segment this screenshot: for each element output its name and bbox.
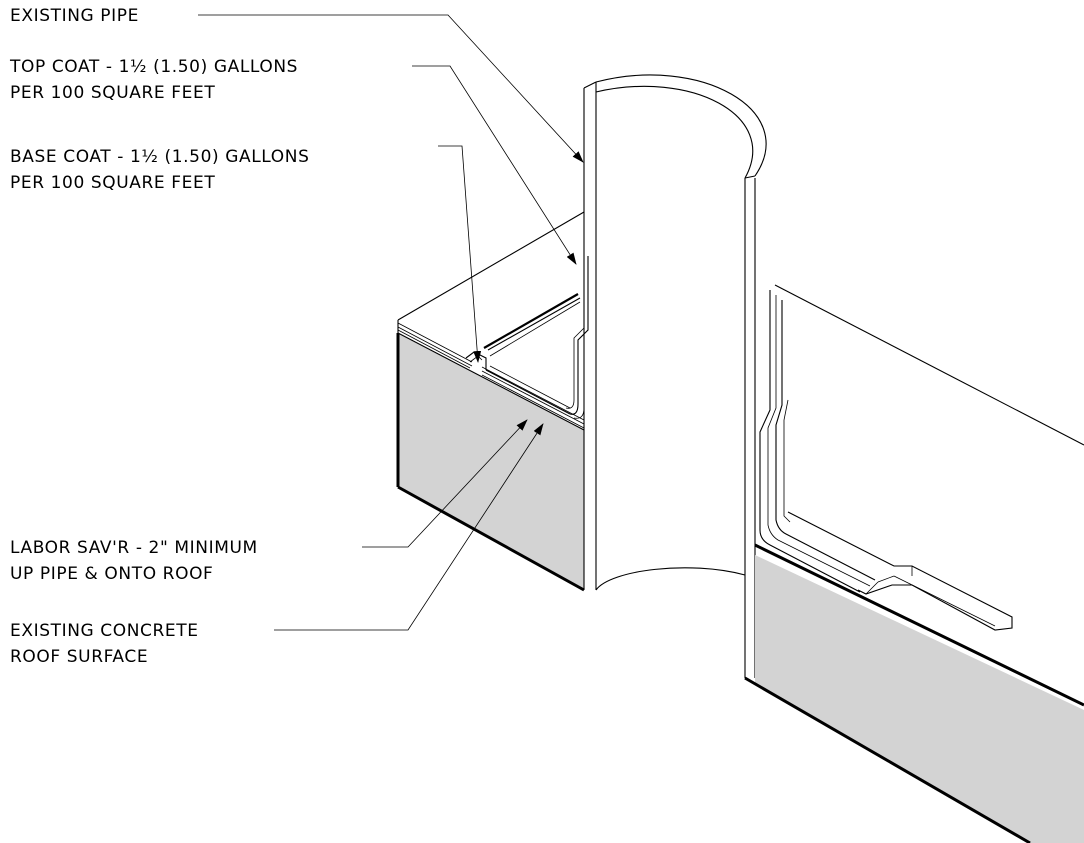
pipe-top-rim	[595, 74, 767, 177]
label-base-coat: BASE COAT - 1½ (1.50) GALLONS PER 100 SQ…	[10, 147, 315, 193]
callout-labels: EXISTING PIPE TOP COAT - 1½ (1.50) GALLO…	[9, 6, 315, 667]
pipe-section-cut	[595, 567, 746, 591]
leader-base-coat	[438, 145, 482, 363]
label-labor-savr: LABOR SAV'R - 2" MINIMUM UP PIPE & ONTO …	[10, 538, 264, 584]
left-concrete-front-face	[398, 333, 584, 590]
callout-leaders	[198, 14, 584, 631]
leader-top-coat	[412, 65, 577, 265]
right-roof-top-back-edge	[774, 284, 1084, 446]
leader-existing-pipe	[198, 14, 584, 163]
existing-pipe	[583, 74, 767, 678]
right-concrete-front-face	[755, 555, 1084, 843]
leader-concrete	[274, 423, 544, 631]
right-concrete-block	[744, 284, 1084, 843]
label-top-coat: TOP COAT - 1½ (1.50) GALLONS PER 100 SQU…	[9, 57, 304, 103]
leader-labor-savr	[362, 419, 528, 548]
label-existing-pipe: EXISTING PIPE	[10, 6, 139, 26]
label-existing-concrete: EXISTING CONCRETE ROOF SURFACE	[10, 621, 205, 667]
left-concrete-block	[396, 211, 589, 592]
left-roof-top-back-edge	[397, 211, 585, 321]
